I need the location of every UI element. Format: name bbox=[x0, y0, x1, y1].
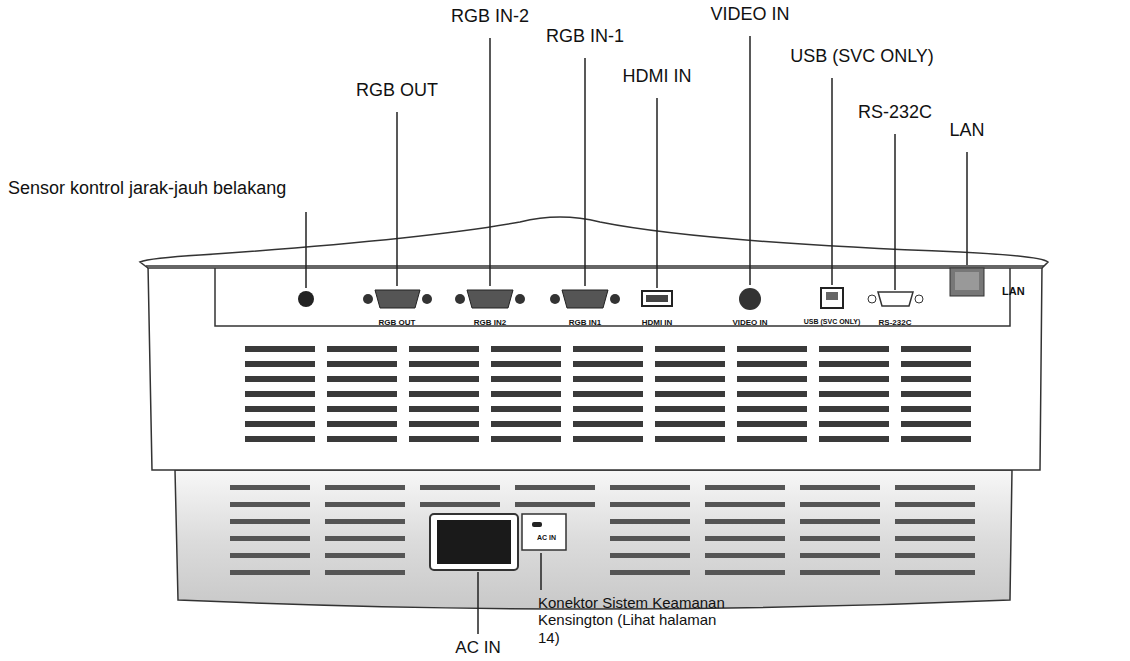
device-print: RGB OUT bbox=[379, 318, 416, 327]
rgb-in2-port bbox=[455, 290, 525, 308]
connector-panel bbox=[215, 268, 1010, 326]
video-port bbox=[739, 288, 761, 310]
body-housing bbox=[148, 265, 1042, 470]
callout-label: VIDEO IN bbox=[710, 4, 789, 25]
top-cover bbox=[140, 217, 1048, 268]
base-housing bbox=[175, 470, 1012, 609]
device-print: USB (SVC ONLY) bbox=[804, 318, 861, 326]
side-vents bbox=[245, 346, 971, 442]
callout-label: Sensor kontrol jarak-jauh belakang bbox=[8, 178, 286, 199]
callout-label: USB (SVC ONLY) bbox=[790, 46, 934, 67]
callout-label: HDMI IN bbox=[623, 66, 692, 87]
callout-label: RGB OUT bbox=[356, 80, 438, 101]
callout-label: Konektor Sistem Keamanan Kensington (Lih… bbox=[538, 594, 728, 646]
device-print: AC IN bbox=[537, 534, 556, 542]
device-print: LAN bbox=[1002, 285, 1025, 298]
kensington-slot bbox=[522, 514, 566, 550]
ac-inlet bbox=[430, 514, 518, 570]
hdmi-port bbox=[642, 291, 672, 306]
device-print: RS-232C bbox=[879, 318, 912, 327]
device-print: VIDEO IN bbox=[732, 318, 767, 327]
lan-port bbox=[950, 268, 984, 296]
rgb-in1-port bbox=[550, 290, 620, 308]
callout-label: AC IN bbox=[455, 638, 500, 658]
usb-port bbox=[821, 288, 843, 308]
device-print: RGB IN1 bbox=[569, 318, 601, 327]
lower-vents bbox=[230, 485, 975, 575]
callout-label: RGB IN-1 bbox=[546, 26, 624, 47]
callout-label: RGB IN-2 bbox=[451, 6, 529, 27]
leader-lines bbox=[306, 36, 967, 634]
remote-sensor bbox=[298, 291, 314, 307]
rgb-out-port bbox=[363, 290, 432, 308]
rs232-port bbox=[868, 292, 923, 306]
callout-label: RS-232C bbox=[858, 102, 932, 123]
callout-label: LAN bbox=[949, 120, 984, 141]
device-print: RGB IN2 bbox=[474, 318, 506, 327]
device-print: HDMI IN bbox=[642, 318, 673, 327]
